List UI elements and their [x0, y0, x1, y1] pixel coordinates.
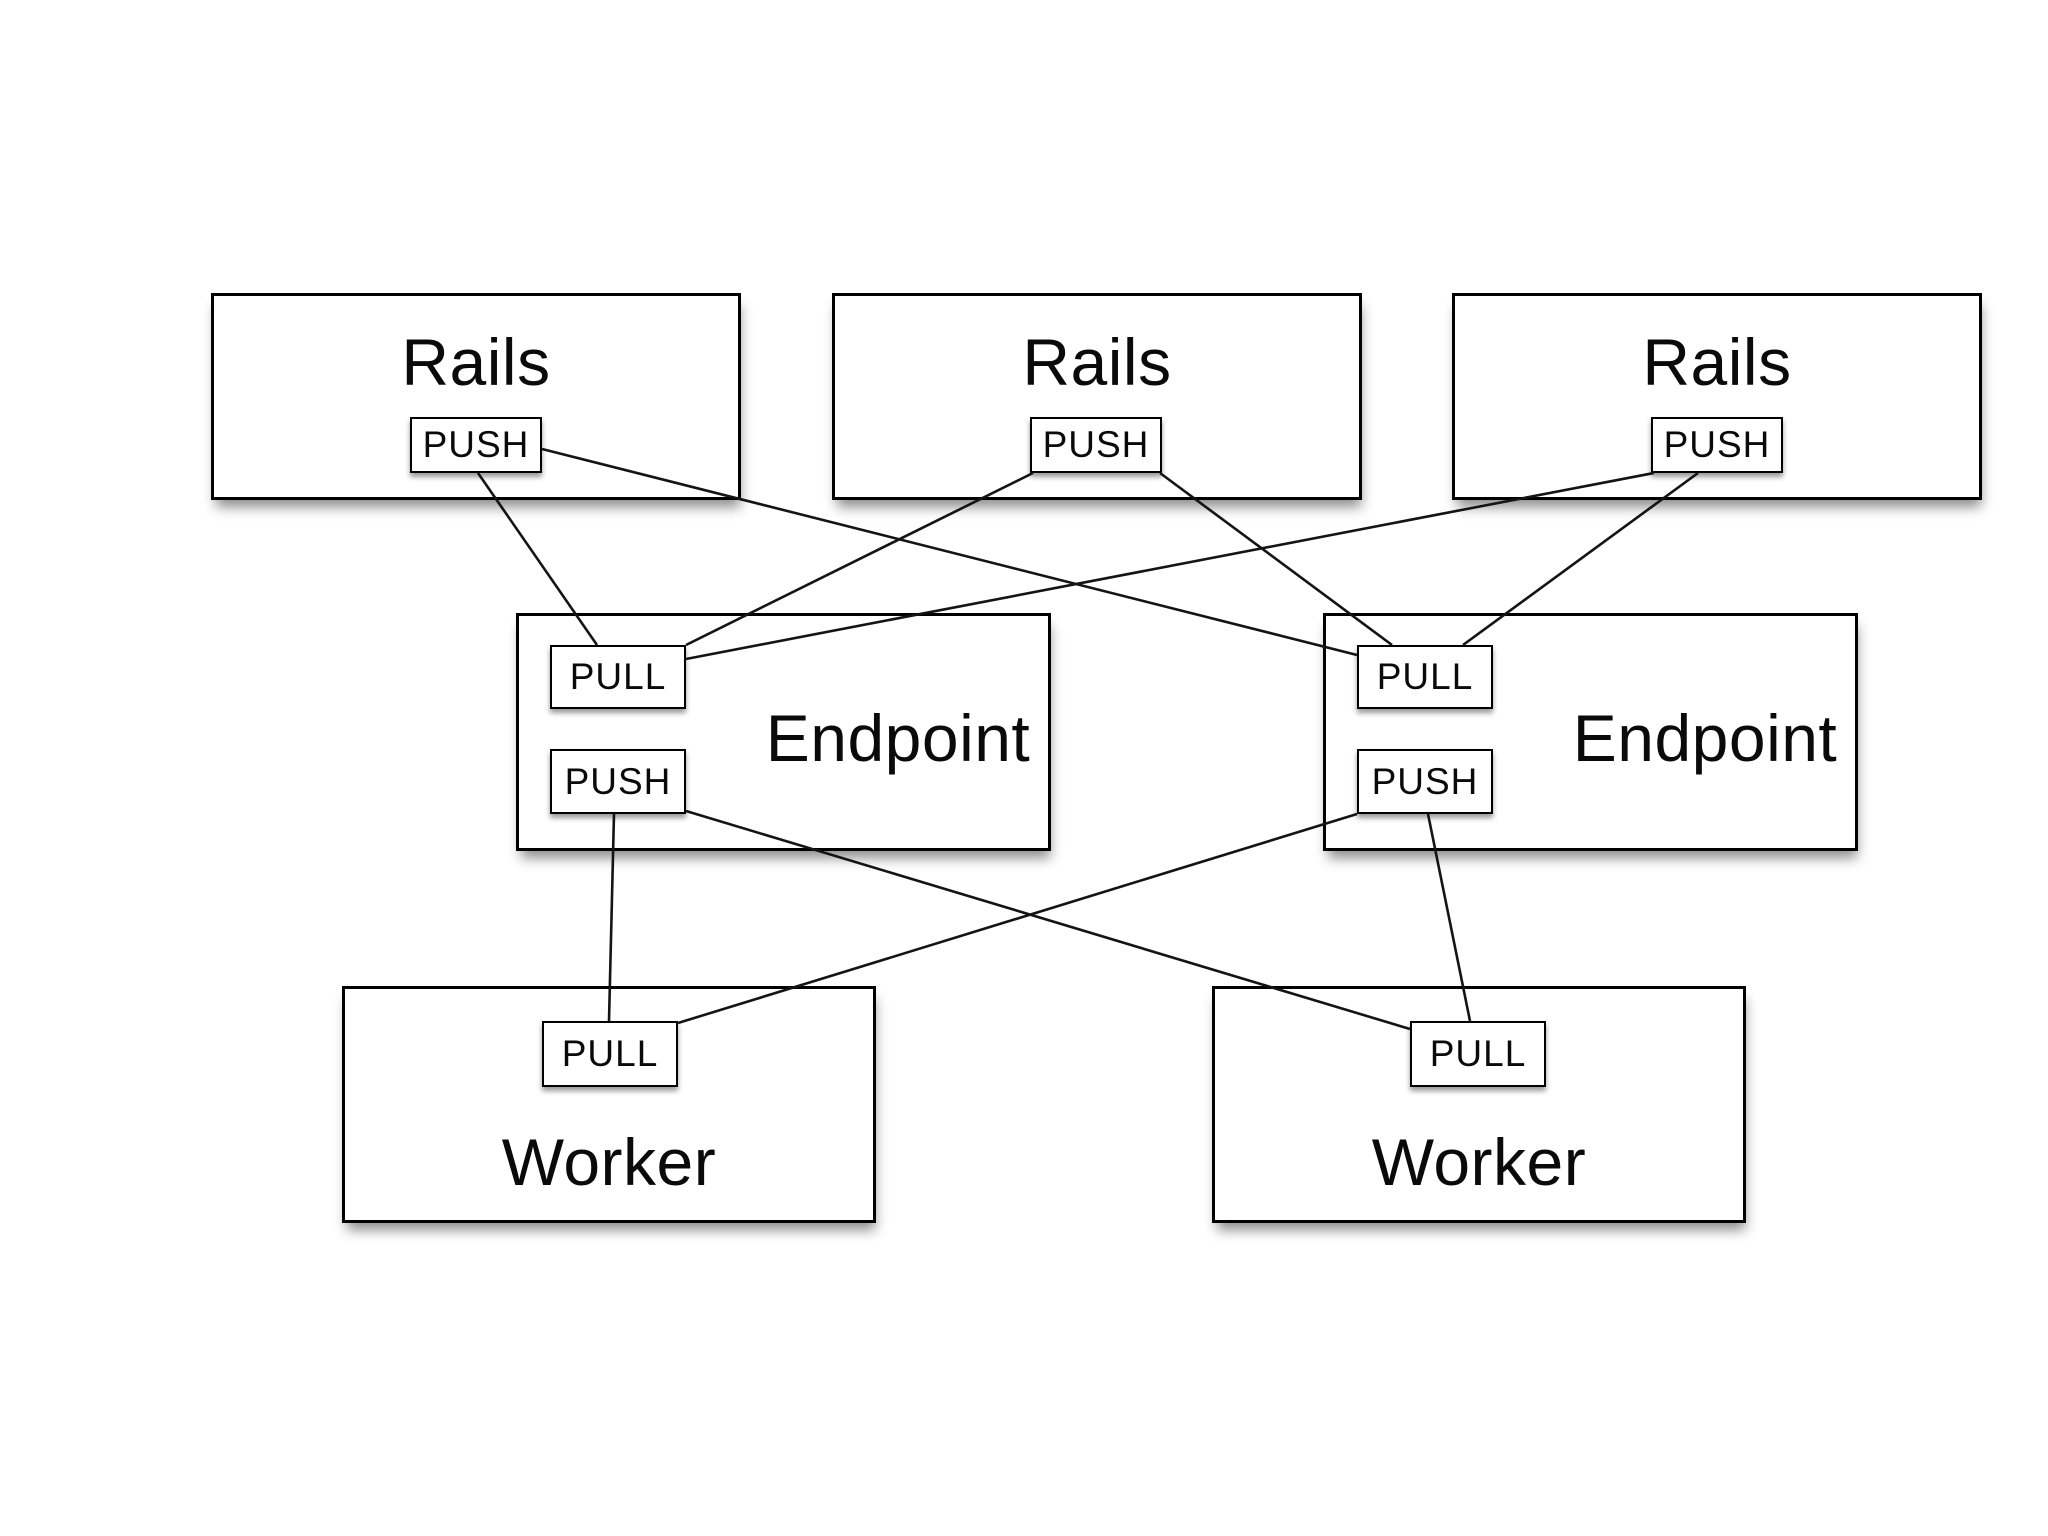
endpoint-1-pull-label: PULL: [569, 656, 667, 697]
endpoint-2-pull-label: PULL: [1376, 656, 1474, 697]
endpoint-1-push-socket: PUSH: [550, 749, 686, 814]
endpoint-2-pull-socket: PULL: [1357, 645, 1493, 709]
rails-1-title: Rails: [401, 325, 551, 399]
worker-1-title: Worker: [501, 1125, 717, 1199]
worker-1-pull-socket: PULL: [542, 1021, 678, 1087]
rails-3-push-label: PUSH: [1663, 424, 1771, 465]
rails-1-push-label: PUSH: [422, 424, 530, 465]
endpoint-1-title: Endpoint: [765, 701, 1031, 775]
rails-1-push-socket: PUSH: [410, 417, 542, 473]
worker-2-title: Worker: [1371, 1125, 1587, 1199]
endpoint-1-push-label: PUSH: [564, 760, 672, 802]
worker-2-pull-label: PULL: [1429, 1033, 1527, 1074]
endpoint-2-title: Endpoint: [1572, 701, 1838, 775]
rails-2-push-label: PUSH: [1042, 424, 1150, 465]
worker-2-pull-socket: PULL: [1410, 1021, 1546, 1087]
endpoint-1-pull-socket: PULL: [550, 645, 686, 709]
rails-3-title: Rails: [1642, 325, 1792, 399]
endpoint-2-push-socket: PUSH: [1357, 749, 1493, 814]
endpoint-2-push-label: PUSH: [1371, 760, 1479, 802]
rails-2-push-socket: PUSH: [1030, 417, 1162, 473]
rails-2-title: Rails: [1022, 325, 1172, 399]
rails-3-box: [1452, 293, 1982, 500]
rails-3-push-socket: PUSH: [1651, 417, 1783, 473]
worker-1-pull-label: PULL: [561, 1033, 659, 1074]
